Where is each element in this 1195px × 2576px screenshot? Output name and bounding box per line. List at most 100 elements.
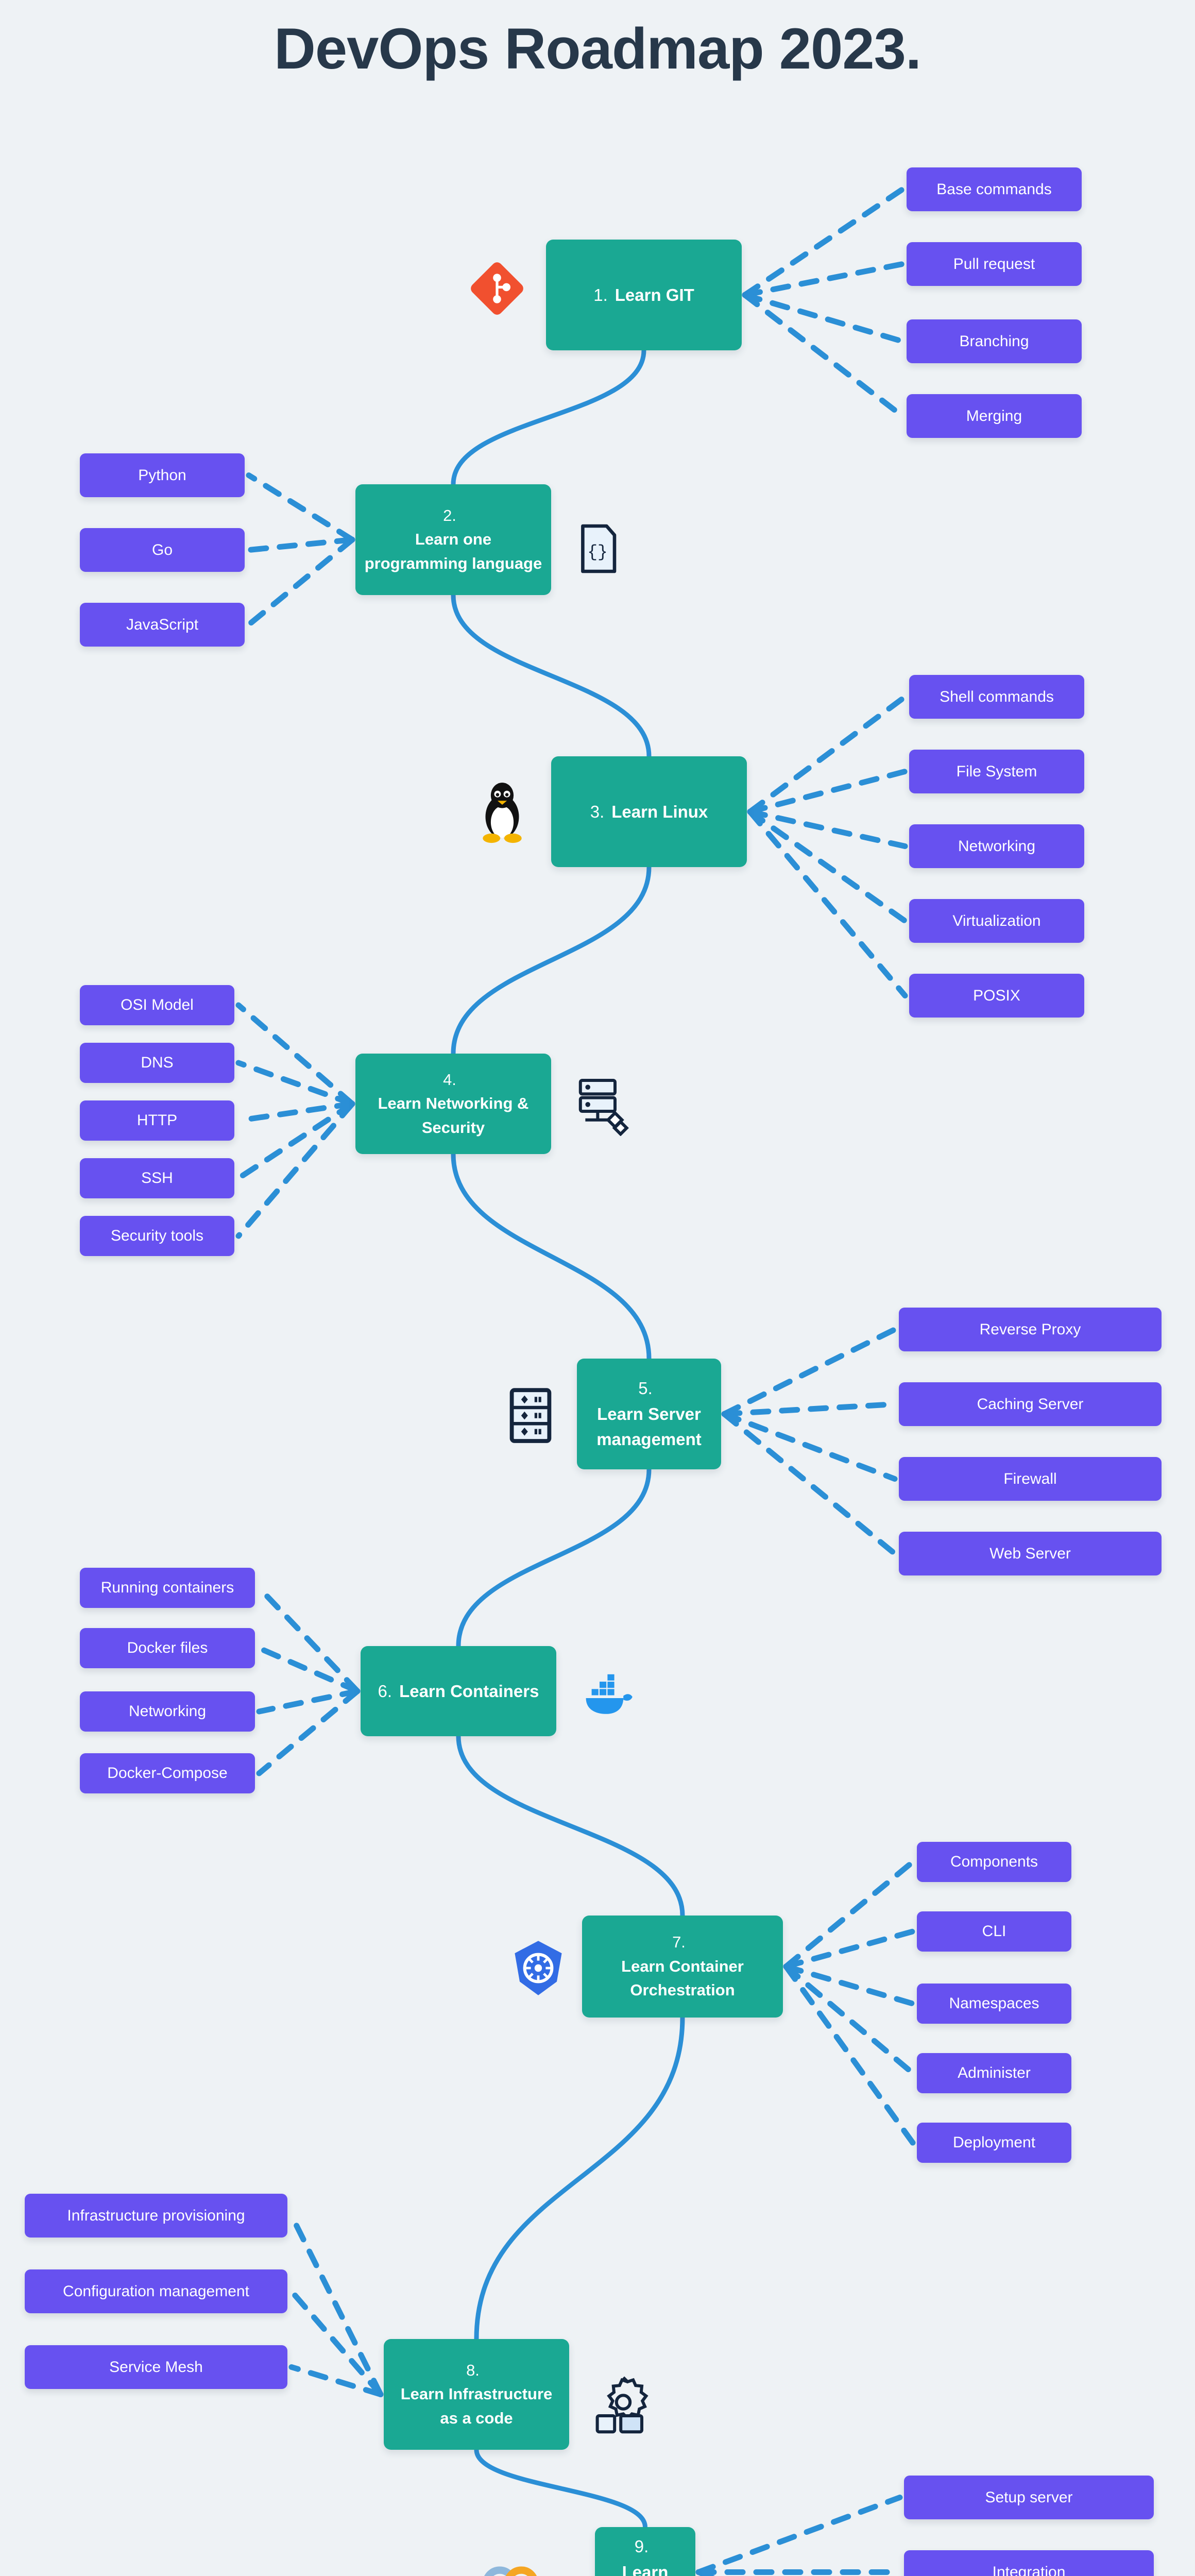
- leaf-chip-label: Infrastructure provisioning: [67, 2207, 245, 2224]
- leaf-chip[interactable]: Namespaces: [917, 1984, 1071, 2024]
- step-number-2: 2.: [443, 506, 456, 524]
- leaf-chip-label: POSIX: [973, 987, 1020, 1004]
- step-number-9: 9.: [634, 2537, 649, 2556]
- network-server-icon: [572, 1074, 634, 1136]
- step-node-9[interactable]: 9. Learn CI/CD: [595, 2527, 695, 2576]
- step-node-6[interactable]: 6.Learn Containers: [361, 1646, 556, 1736]
- step-label-5: Learn Server management: [596, 1404, 702, 1449]
- leaf-chip[interactable]: Docker-Compose: [80, 1753, 255, 1793]
- leaf-chip-label: Integration: [992, 2563, 1066, 2576]
- step-node-5[interactable]: 5. Learn Server management: [577, 1359, 721, 1469]
- leaf-chip-label: Branching: [959, 332, 1029, 350]
- leaf-chip-label: DNS: [141, 1054, 174, 1071]
- leaf-chip-label: Shell commands: [940, 688, 1054, 705]
- step-label-7: Learn Container Orchestration: [621, 1957, 744, 1999]
- git-logo-icon: [464, 255, 531, 322]
- leaf-chip-label: Docker-Compose: [107, 1765, 228, 1782]
- leaf-chip-label: OSI Model: [121, 996, 194, 1013]
- leaf-chip[interactable]: OSI Model: [80, 985, 234, 1025]
- step-label-8: Learn Infrastructure as a code: [400, 2385, 553, 2427]
- step-node-7[interactable]: 7. Learn Container Orchestration: [582, 1916, 783, 2018]
- leaf-chip[interactable]: Setup server: [904, 2476, 1154, 2519]
- leaf-chip[interactable]: Components: [917, 1842, 1071, 1882]
- leaf-chip-label: Service Mesh: [109, 2358, 203, 2376]
- leaf-chip[interactable]: File System: [909, 750, 1084, 793]
- leaf-chip[interactable]: Docker files: [80, 1628, 255, 1668]
- leaf-chip[interactable]: Web Server: [899, 1532, 1162, 1575]
- leaf-chip-label: Web Server: [989, 1545, 1071, 1562]
- leaf-chip-label: Namespaces: [949, 1995, 1039, 2012]
- leaf-chip-label: Running containers: [100, 1579, 234, 1596]
- cicd-infinity-icon: [464, 2555, 556, 2576]
- leaf-chip-label: Administer: [958, 2064, 1031, 2081]
- kubernetes-helm-icon: [507, 1932, 569, 2004]
- leaf-chip[interactable]: Firewall: [899, 1457, 1162, 1501]
- leaf-chip[interactable]: POSIX: [909, 974, 1084, 1018]
- leaf-chip-label: Setup server: [985, 2488, 1073, 2506]
- leaf-chip[interactable]: DNS: [80, 1043, 234, 1083]
- step-node-3[interactable]: 3. Learn Linux: [551, 756, 747, 867]
- step-node-2[interactable]: 2. Learn one programming language: [355, 484, 551, 595]
- page-title: DevOps Roadmap 2023.: [274, 16, 921, 81]
- leaf-chip[interactable]: Infrastructure provisioning: [25, 2194, 287, 2238]
- leaf-chip[interactable]: Administer: [917, 2053, 1071, 2093]
- leaf-chip-label: Networking: [128, 1703, 207, 1720]
- step-node-4[interactable]: 4.Learn Networking & Security: [355, 1054, 551, 1154]
- step-number-7: 7.: [672, 1933, 686, 1952]
- leaf-chip-label: Merging: [966, 407, 1022, 425]
- step-number-5: 5.: [638, 1379, 653, 1398]
- leaf-chip[interactable]: SSH: [80, 1158, 234, 1198]
- leaf-chip-label: Python: [138, 466, 186, 484]
- server-rack-icon: [497, 1376, 564, 1453]
- step-label-1: Learn GIT: [614, 285, 694, 304]
- code-braces-icon: {}: [569, 520, 626, 577]
- docker-whale-icon: [574, 1664, 636, 1721]
- leaf-chip[interactable]: Pull request: [907, 242, 1082, 286]
- leaf-chip[interactable]: Caching Server: [899, 1382, 1162, 1426]
- step-label-6: Learn Containers: [399, 1681, 539, 1701]
- step-node-8[interactable]: 8. Learn Infrastructure as a code: [384, 2339, 569, 2450]
- leaf-chip-label: SSH: [141, 1170, 173, 1187]
- step-label-2: Learn one programming language: [364, 530, 542, 572]
- step-label-3: Learn Linux: [611, 802, 708, 821]
- step-node-1[interactable]: 1. Learn GIT: [546, 240, 742, 350]
- leaf-chip-label: Go: [151, 541, 173, 558]
- leaf-chip-label: Security tools: [110, 1227, 204, 1244]
- leaf-chip-label: Virtualization: [952, 912, 1041, 929]
- linux-penguin-icon: [469, 773, 536, 850]
- step-label-9: Learn CI/CD: [622, 2562, 669, 2576]
- leaf-chip[interactable]: CLI: [917, 1911, 1071, 1952]
- leaf-chip[interactable]: Configuration management: [25, 2269, 287, 2313]
- leaf-chip-label: CLI: [982, 1923, 1006, 1940]
- gear-deploy-icon: [592, 2372, 654, 2434]
- leaf-chip[interactable]: Virtualization: [909, 899, 1084, 943]
- leaf-chip-label: Configuration management: [63, 2282, 249, 2300]
- leaf-chip[interactable]: JavaScript: [80, 603, 245, 647]
- leaf-chip[interactable]: Reverse Proxy: [899, 1308, 1162, 1351]
- leaf-chip[interactable]: Branching: [907, 319, 1082, 363]
- step-number-8: 8.: [466, 2361, 480, 2379]
- leaf-chip-label: File System: [956, 762, 1037, 780]
- leaf-chip[interactable]: Merging: [907, 394, 1082, 438]
- leaf-chip[interactable]: Shell commands: [909, 675, 1084, 719]
- leaf-chip[interactable]: HTTP: [80, 1100, 234, 1141]
- leaf-chip[interactable]: Base commands: [907, 167, 1082, 211]
- leaf-chip[interactable]: Integration: [904, 2550, 1154, 2576]
- leaf-chip-label: HTTP: [136, 1112, 178, 1129]
- leaf-chip[interactable]: Networking: [909, 824, 1084, 868]
- leaf-chip-label: Reverse Proxy: [979, 1320, 1081, 1338]
- leaf-chip-label: Networking: [958, 837, 1036, 855]
- leaf-chip-label: JavaScript: [126, 616, 199, 633]
- leaf-chip[interactable]: Service Mesh: [25, 2345, 287, 2389]
- step-number-1: 1.: [593, 285, 608, 304]
- leaf-chip[interactable]: Python: [80, 453, 245, 497]
- leaf-chip-label: Base commands: [936, 180, 1052, 198]
- leaf-chip[interactable]: Deployment: [917, 2123, 1071, 2163]
- leaf-chip[interactable]: Running containers: [80, 1568, 255, 1608]
- leaf-chip-label: Docker files: [127, 1639, 208, 1656]
- leaf-chip[interactable]: Networking: [80, 1691, 255, 1732]
- leaf-chip[interactable]: Go: [80, 528, 245, 572]
- leaf-chip[interactable]: Security tools: [80, 1216, 234, 1256]
- step-number-3: 3.: [590, 802, 605, 821]
- step-number-4: 4.: [443, 1070, 456, 1089]
